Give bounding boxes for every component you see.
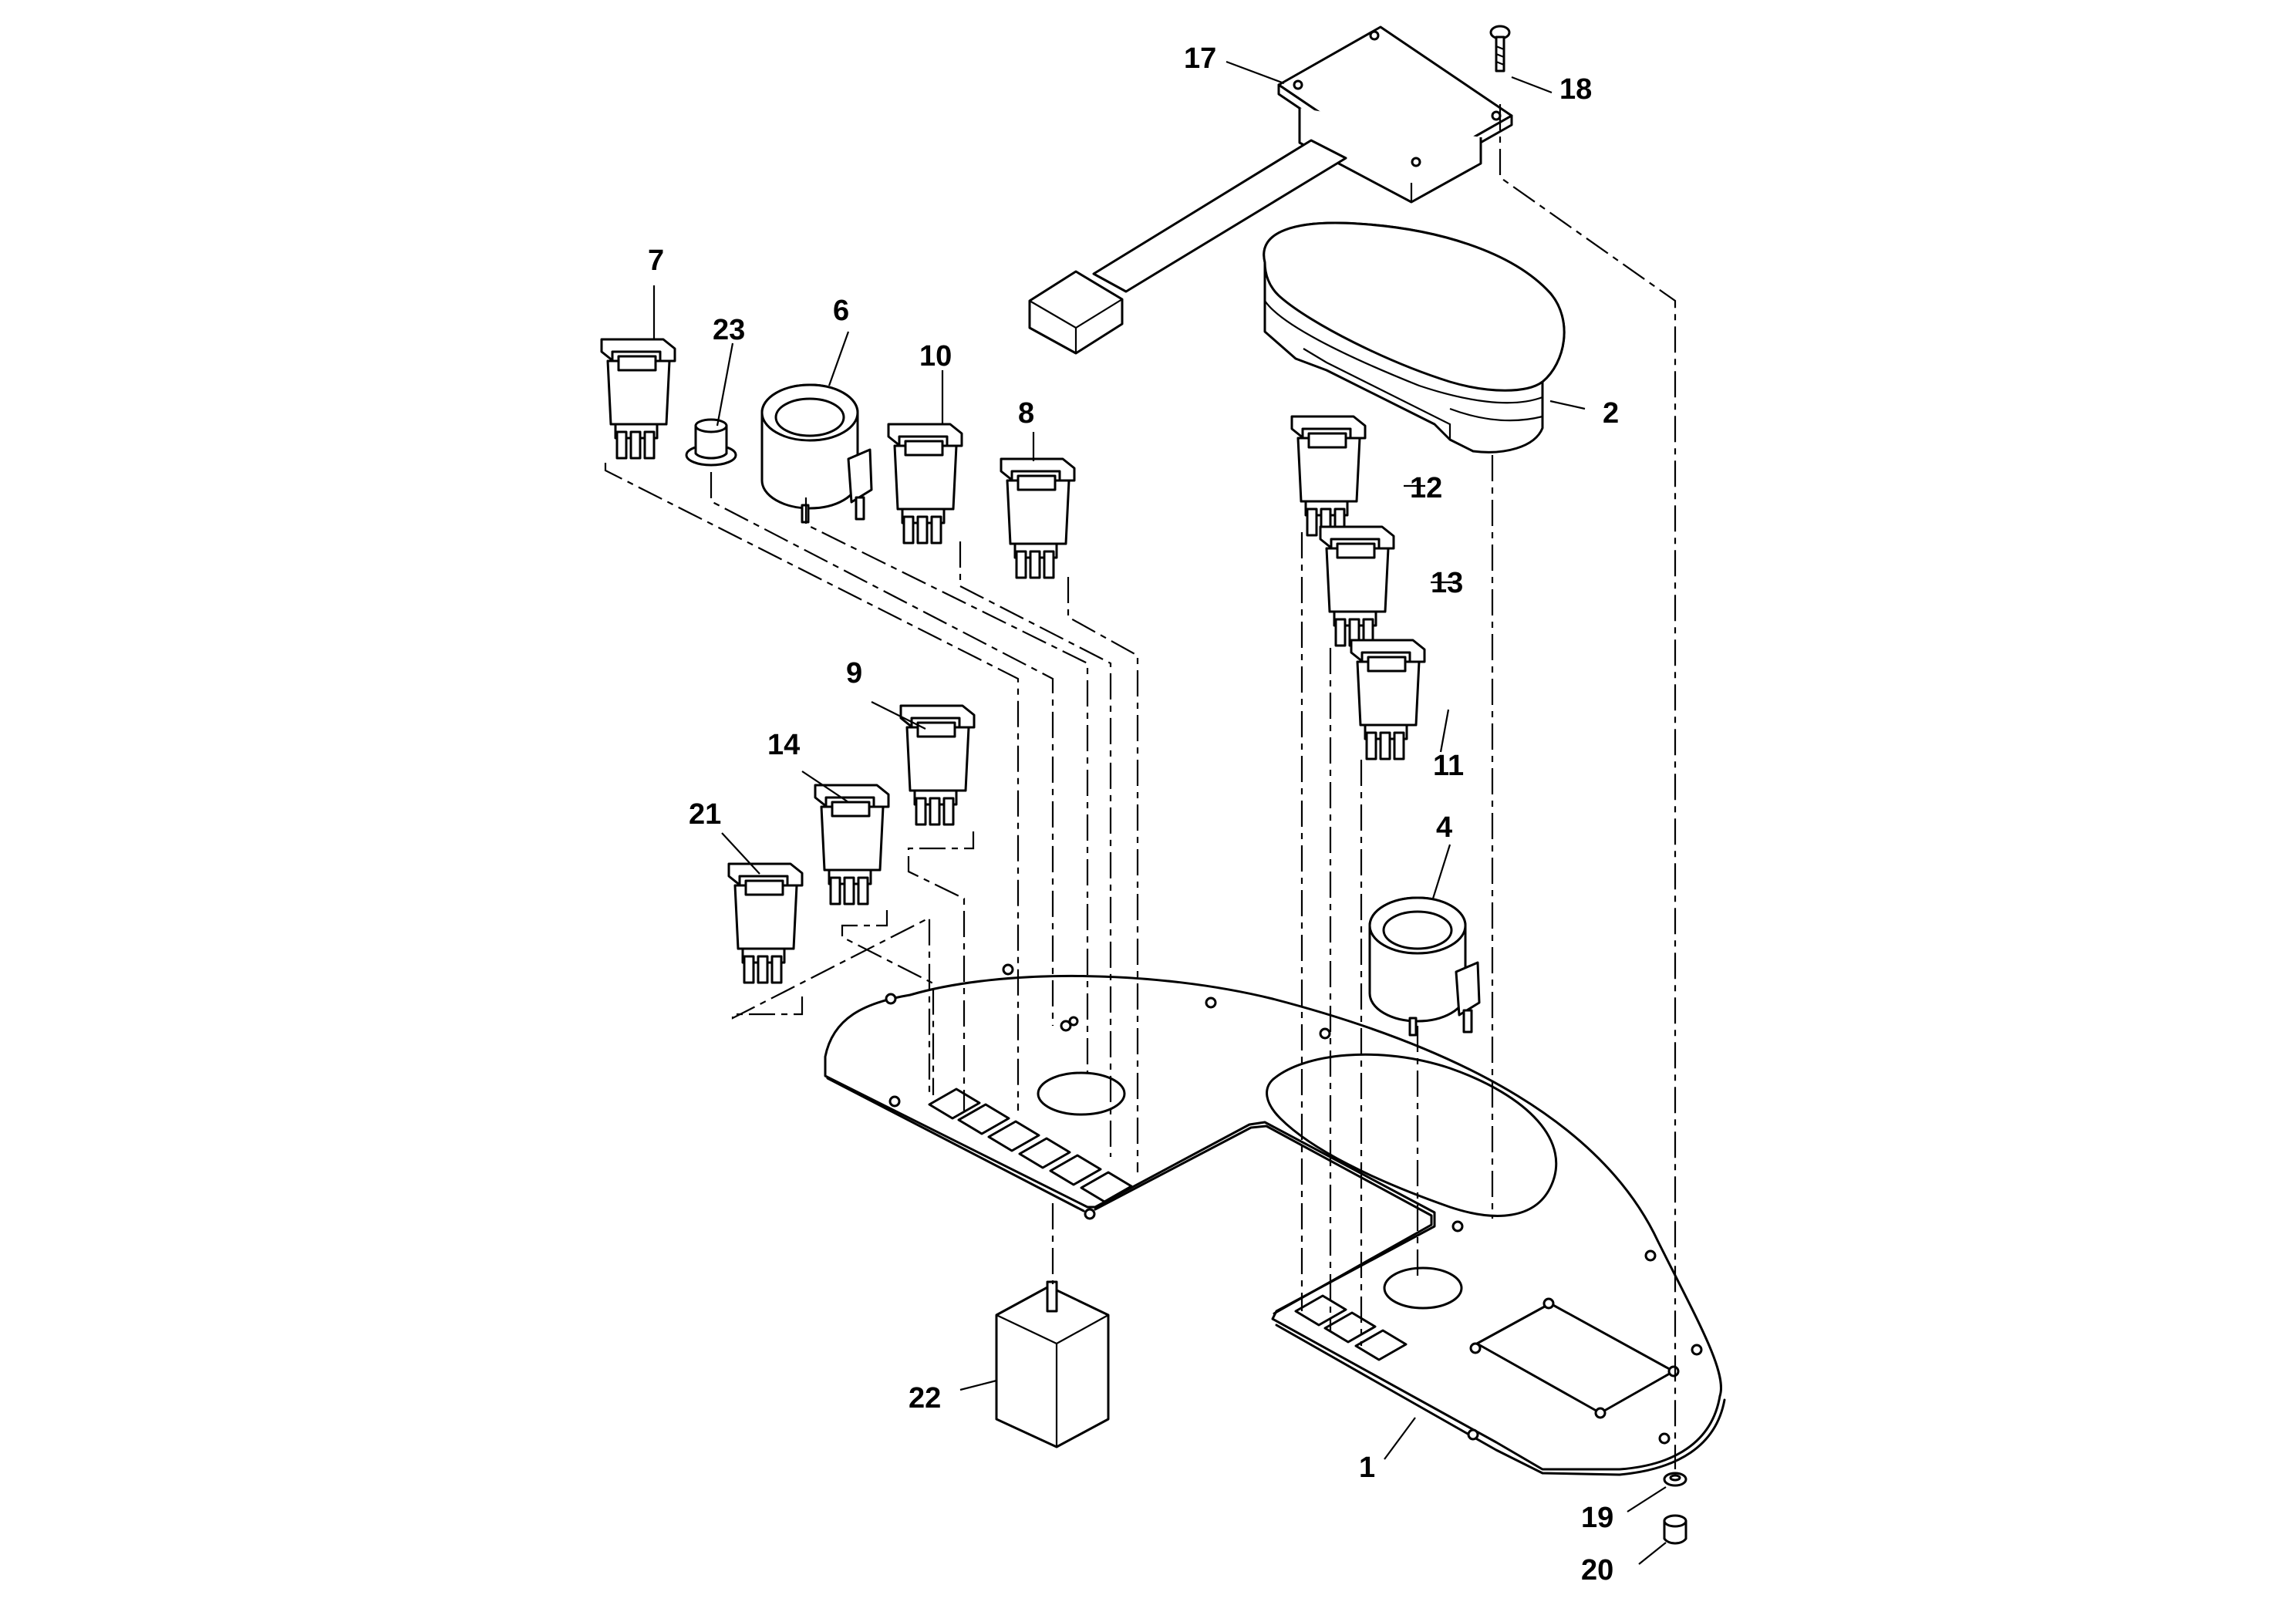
- switch-part-11: [1350, 639, 1426, 760]
- switch-part-12: [1290, 415, 1367, 537]
- switch-part-14: [814, 784, 890, 905]
- instrument-cluster-part-2: [1263, 221, 1566, 454]
- label-17: 17: [1184, 42, 1216, 75]
- washer-part-19: [1663, 1472, 1687, 1487]
- switch-part-7: [600, 338, 676, 460]
- label-20: 20: [1581, 1554, 1613, 1587]
- label-6: 6: [833, 295, 849, 327]
- panel-part-1: [824, 963, 1726, 1476]
- label-18: 18: [1559, 73, 1592, 106]
- harness-module-part-17: [1028, 25, 1513, 355]
- block-part-22: [995, 1280, 1110, 1448]
- knob-part-23: [685, 418, 737, 467]
- gauge-part-6: [760, 383, 873, 524]
- label-13: 13: [1431, 567, 1463, 599]
- label-10: 10: [919, 340, 952, 373]
- switch-part-9: [899, 704, 976, 826]
- switch-part-8: [1000, 457, 1076, 579]
- gauge-part-4: [1368, 896, 1481, 1037]
- nut-part-20: [1663, 1514, 1687, 1545]
- label-12: 12: [1410, 472, 1442, 504]
- label-21: 21: [689, 798, 721, 831]
- label-7: 7: [648, 244, 664, 277]
- alignment-lines: [604, 104, 1677, 1469]
- label-14: 14: [767, 729, 800, 761]
- label-11: 11: [1433, 750, 1464, 782]
- callouts: 7 23 6 10 8 17 18 2 12 13 11 4 9 14 21 2…: [648, 42, 1667, 1587]
- screw-part-18: [1489, 25, 1511, 73]
- label-8: 8: [1018, 397, 1034, 430]
- label-22: 22: [909, 1382, 941, 1415]
- switch-part-21: [727, 862, 804, 984]
- label-9: 9: [846, 657, 862, 690]
- label-1: 1: [1359, 1452, 1375, 1484]
- label-4: 4: [1436, 811, 1452, 844]
- label-23: 23: [713, 314, 745, 346]
- label-2: 2: [1603, 397, 1619, 430]
- switch-part-10: [887, 423, 963, 545]
- switch-part-13: [1319, 525, 1395, 647]
- label-19: 19: [1581, 1502, 1613, 1534]
